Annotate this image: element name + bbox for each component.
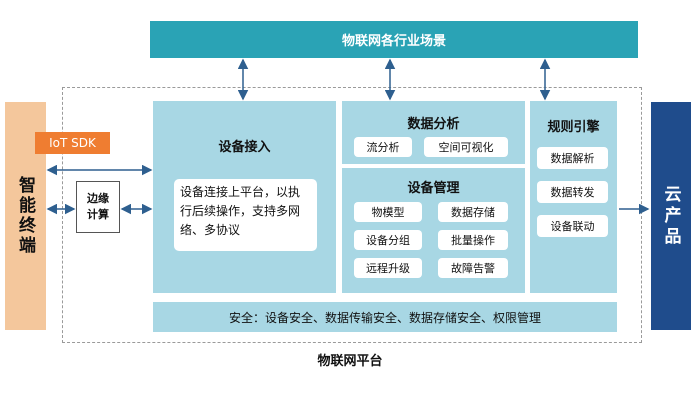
platform-boundary [62, 87, 642, 343]
batch-operation-chip: 批量操作 [438, 230, 508, 250]
device-access-description: 设备连接上平台，以执行后续操作，支持多网络、多协议 [174, 179, 317, 251]
rule-engine-panel: 规则引擎 数据解析 数据转发 设备联动 [530, 101, 617, 293]
data-forward-chip: 数据转发 [537, 181, 608, 203]
data-parse-chip: 数据解析 [537, 147, 608, 169]
device-management-panel: 设备管理 物模型 数据存储 设备分组 批量操作 远程升级 故障告警 [342, 168, 525, 293]
device-access-title: 设备接入 [218, 140, 271, 155]
thing-model-chip: 物模型 [354, 202, 422, 222]
edge-computing-box: 边缘 计算 [76, 181, 120, 233]
remote-upgrade-chip: 远程升级 [354, 258, 422, 278]
data-analysis-panel: 数据分析 流分析 空间可视化 [342, 101, 525, 164]
edge-line-1: 边缘 [87, 192, 109, 205]
industry-scenarios-bar: 物联网各行业场景 [150, 21, 638, 58]
device-management-title: 设备管理 [407, 181, 460, 196]
data-analysis-title: 数据分析 [407, 117, 460, 132]
fault-alarm-chip: 故障告警 [438, 258, 508, 278]
device-linkage-chip: 设备联动 [537, 215, 608, 237]
device-group-chip: 设备分组 [354, 230, 422, 250]
spatial-visualization-chip: 空间可视化 [424, 137, 508, 157]
security-bar: 安全：设备安全、数据传输安全、数据存储安全、权限管理 [153, 302, 617, 332]
edge-line-2: 计算 [87, 208, 109, 221]
stream-analysis-chip: 流分析 [354, 137, 412, 157]
rule-engine-title: 规则引擎 [547, 120, 600, 135]
iot-sdk-badge: IoT SDK [35, 132, 110, 154]
smart-terminal-panel: 智能终端 [5, 102, 46, 330]
cloud-products-panel: 云产品 [651, 102, 691, 330]
iot-platform-label: 物联网平台 [317, 354, 383, 369]
data-storage-chip: 数据存储 [438, 202, 508, 222]
